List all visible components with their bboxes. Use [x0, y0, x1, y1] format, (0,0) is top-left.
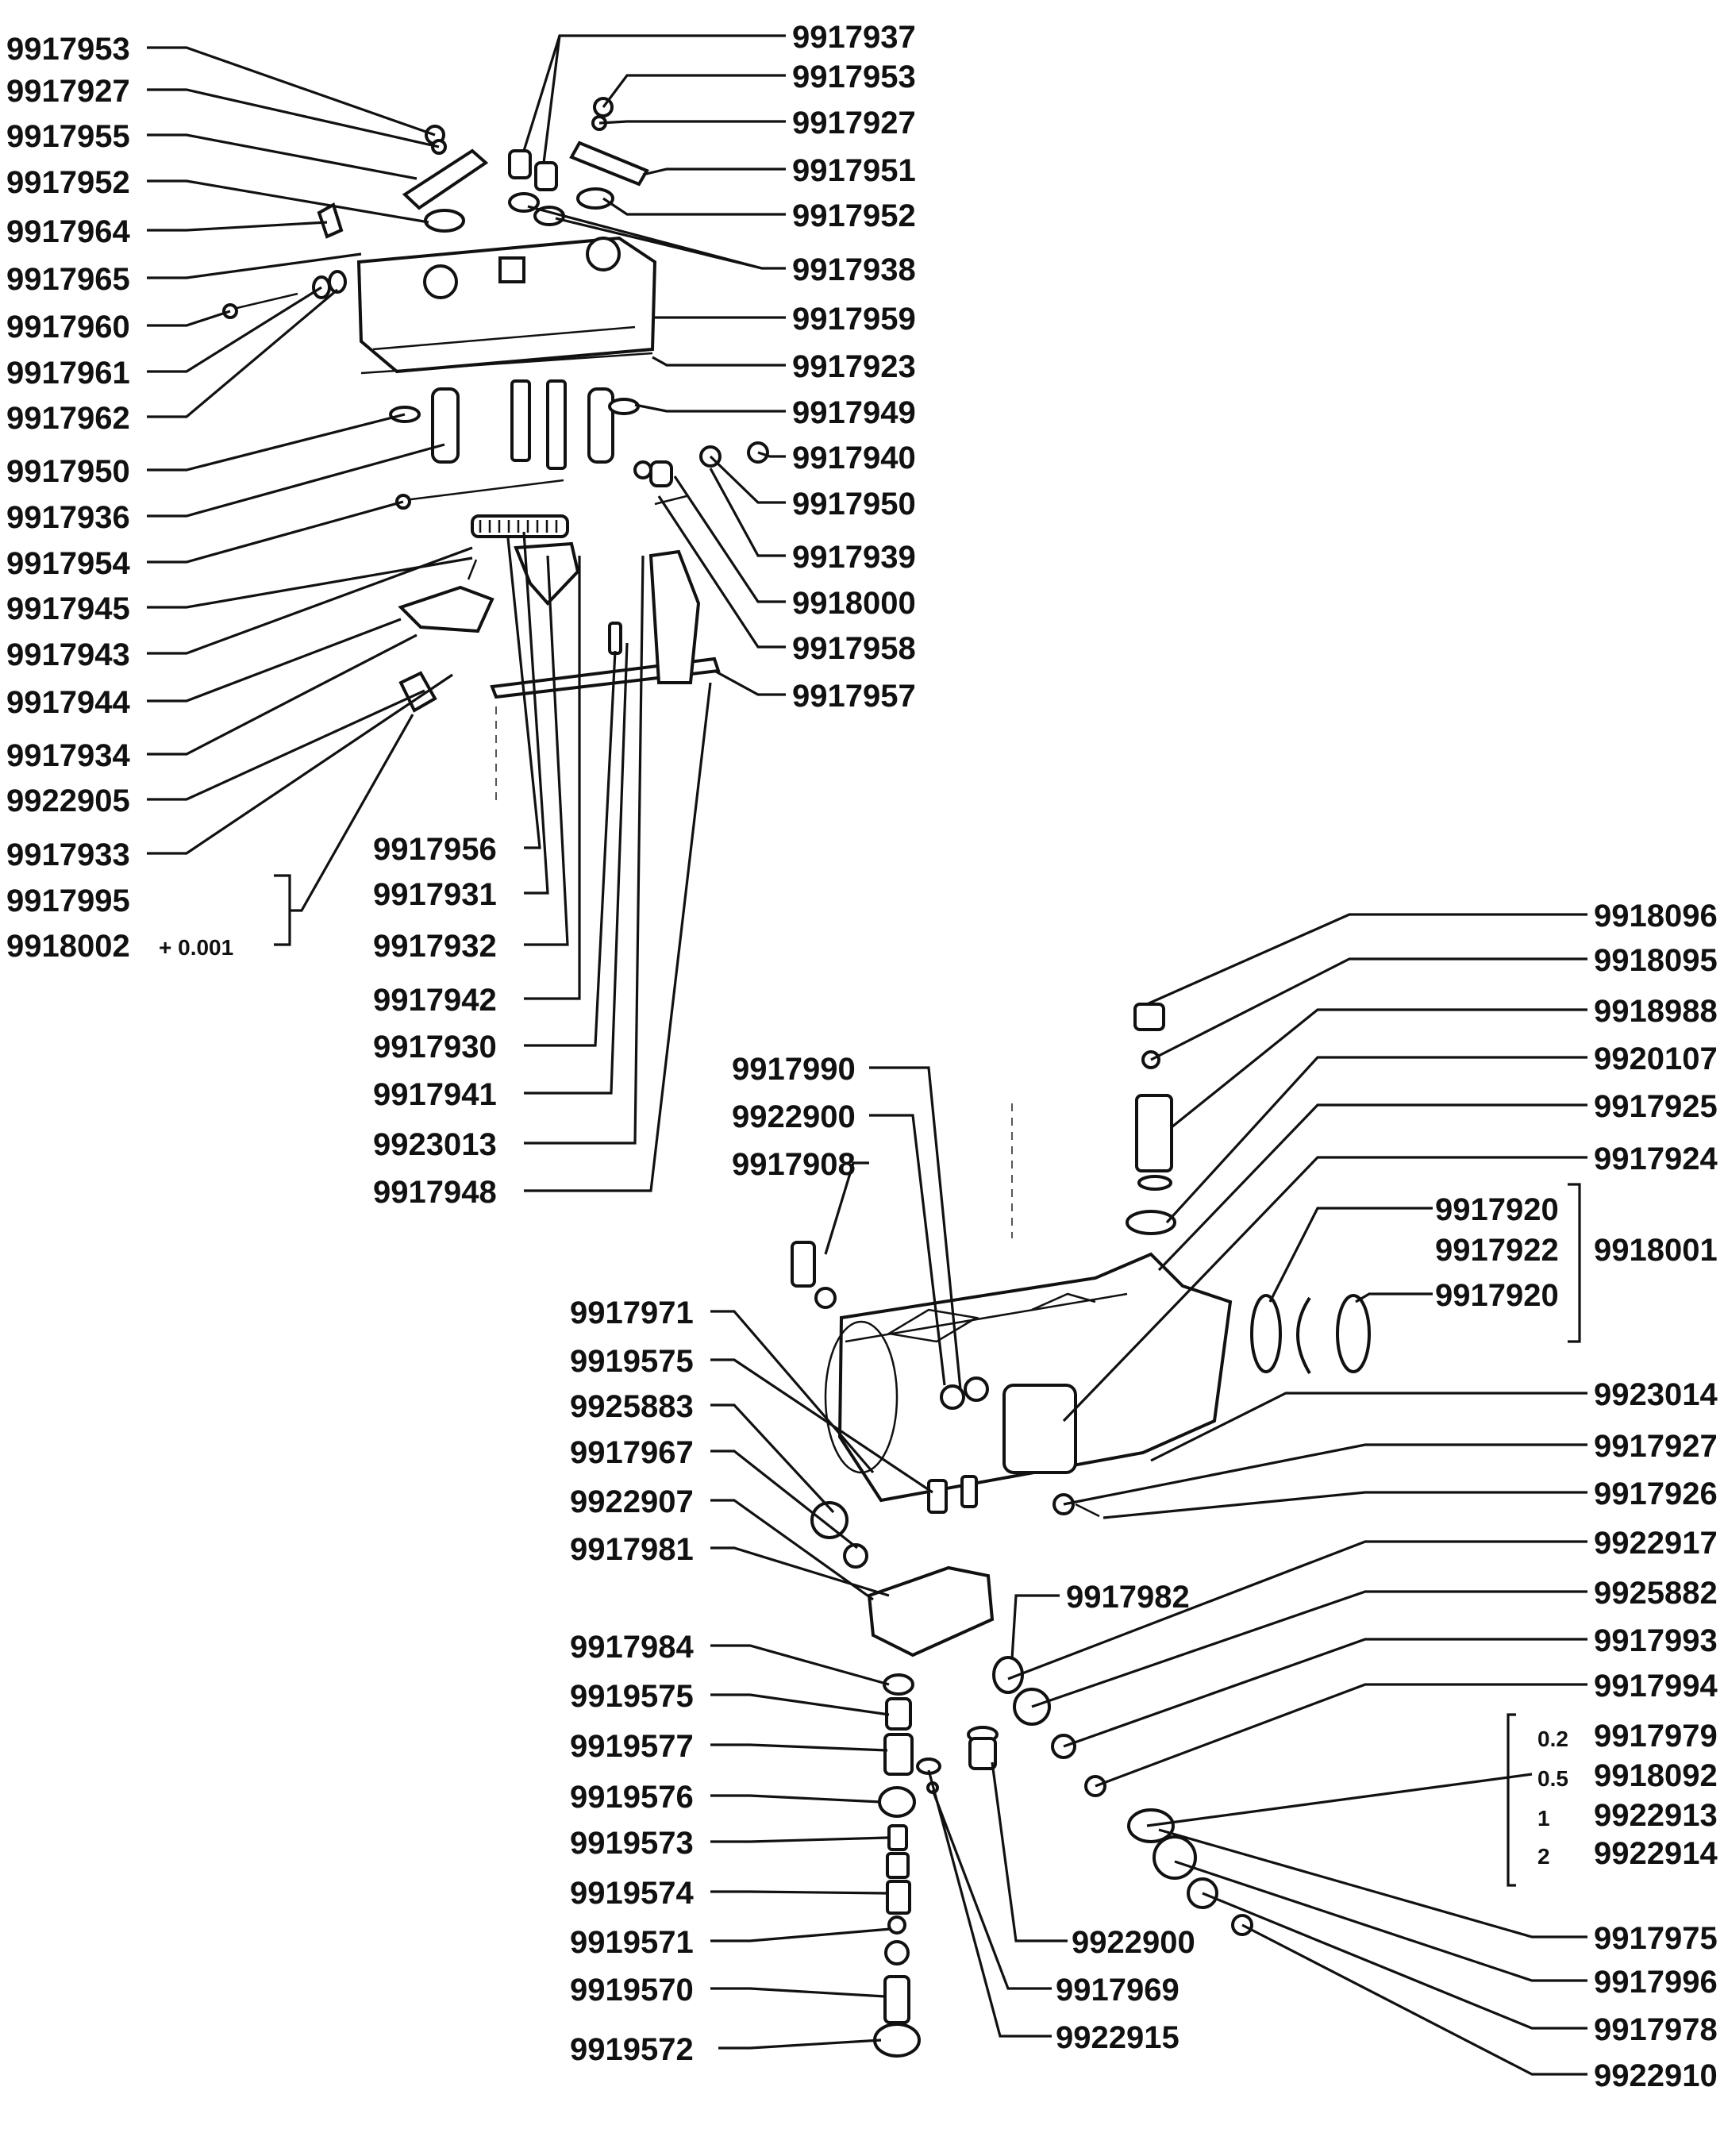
part-label: 9917938 — [792, 252, 916, 287]
part-label: 9917948 — [373, 1175, 497, 1210]
part-label: 9917993 — [1594, 1623, 1718, 1658]
shim-size: 0.2 — [1537, 1727, 1568, 1751]
part-label: 9917943 — [6, 637, 130, 672]
part-label: 9919575 — [570, 1344, 694, 1379]
part-label: 9919576 — [570, 1780, 694, 1815]
part-label: 9917933 — [6, 837, 130, 872]
part-label: 9917950 — [6, 454, 130, 489]
part-label: 9917959 — [792, 302, 916, 337]
part-label: 9917940 — [792, 441, 916, 475]
shim-size: 1 — [1537, 1806, 1550, 1831]
part-labels: 9917953 9917927 9917955 9917952 9917964 … — [6, 20, 1718, 2093]
part-label: 9917927 — [6, 74, 130, 109]
part-label: 9917967 — [570, 1435, 694, 1470]
part-label: 9917969 — [1056, 1973, 1179, 2008]
part-label: 9917978 — [1594, 2012, 1718, 2047]
part-label: 9919573 — [570, 1826, 694, 1861]
part-label: 9918096 — [1594, 899, 1718, 934]
part-label: 9917979 — [1594, 1719, 1718, 1754]
part-label: 9925883 — [570, 1389, 694, 1424]
part-label: 9917954 — [6, 546, 130, 581]
part-label: 9919572 — [570, 2032, 694, 2067]
part-label: 9919571 — [570, 1925, 694, 1960]
part-label: 9918000 — [792, 586, 916, 621]
shim-size: 0.5 — [1537, 1766, 1568, 1791]
part-label: 9917931 — [373, 877, 497, 912]
part-label: 9922907 — [570, 1484, 694, 1519]
part-label: 9922900 — [732, 1099, 856, 1134]
part-label: 9917944 — [6, 685, 130, 720]
part-label: 9917951 — [792, 153, 916, 188]
part-label: 9917939 — [792, 540, 916, 575]
part-label: 9917932 — [373, 929, 497, 964]
part-label: 9922915 — [1056, 2020, 1179, 2055]
part-label: 9922917 — [1594, 1526, 1718, 1561]
part-label: 9917908 — [732, 1147, 856, 1182]
part-label: 9917961 — [6, 356, 130, 391]
part-label: 9922905 — [6, 783, 130, 818]
part-label: 9918092 — [1594, 1758, 1718, 1793]
part-label: 9917962 — [6, 401, 130, 436]
part-label: 9917984 — [570, 1630, 694, 1665]
part-label: 9917936 — [6, 500, 130, 535]
part-label: 9917981 — [570, 1532, 694, 1567]
upper-assembly-drawing — [222, 97, 769, 802]
part-label: 9917952 — [792, 198, 916, 233]
part-label: 9917934 — [6, 738, 130, 773]
part-label: 9922914 — [1594, 1836, 1718, 1871]
part-label: 9919574 — [570, 1876, 694, 1911]
part-label: 9917942 — [373, 983, 497, 1018]
part-label: 9917956 — [373, 832, 497, 867]
part-label: 9917923 — [792, 349, 916, 384]
part-label: 9917945 — [6, 591, 130, 626]
part-label: 9917920 — [1435, 1278, 1559, 1313]
part-label: 9917990 — [732, 1052, 856, 1087]
part-label: 9917920 — [1435, 1192, 1559, 1227]
part-label: 9917960 — [6, 310, 130, 345]
part-label: 9917965 — [6, 262, 130, 297]
part-label: 9917953 — [792, 60, 916, 94]
part-label: 9922900 — [1072, 1925, 1195, 1960]
part-label: 9919570 — [570, 1973, 694, 2008]
part-label: 9920107 — [1594, 1041, 1718, 1076]
part-label: 9917924 — [1594, 1142, 1718, 1176]
part-label: 9917964 — [6, 214, 130, 249]
part-label: 9917937 — [792, 20, 916, 55]
part-label: 9917957 — [792, 679, 916, 714]
part-label: 9917953 — [6, 32, 130, 67]
part-label: 9917950 — [792, 487, 916, 522]
part-label: 9917922 — [1435, 1233, 1559, 1268]
part-label: 9917955 — [6, 119, 130, 154]
shim-size: 2 — [1537, 1844, 1550, 1869]
oversize-note: + 0.001 — [159, 935, 233, 960]
part-label: 9917927 — [792, 106, 916, 141]
part-label: 9917975 — [1594, 1921, 1718, 1956]
part-label: 9917971 — [570, 1296, 694, 1330]
part-label: 9917941 — [373, 1077, 497, 1112]
part-label: 9922910 — [1594, 2058, 1718, 2093]
part-label: 9917996 — [1594, 1965, 1718, 2000]
part-label: 9918095 — [1594, 943, 1718, 978]
part-label: 9919577 — [570, 1729, 694, 1764]
part-label: 9918988 — [1594, 994, 1718, 1029]
part-label: 9917994 — [1594, 1669, 1718, 1704]
part-label: 9922913 — [1594, 1798, 1718, 1833]
part-label: 9923013 — [373, 1127, 497, 1162]
part-label: 9918002 — [6, 929, 130, 964]
part-label: 9917949 — [792, 395, 916, 430]
part-label: 9917982 — [1066, 1580, 1190, 1615]
part-label: 9918001 — [1594, 1233, 1718, 1268]
leader-lines — [147, 34, 1587, 2076]
part-label: 9919575 — [570, 1679, 694, 1714]
part-label: 9917952 — [6, 165, 130, 200]
part-label: 9917995 — [6, 884, 130, 918]
part-label: 9925882 — [1594, 1576, 1718, 1611]
part-label: 9917927 — [1594, 1429, 1718, 1464]
part-label: 9917925 — [1594, 1089, 1718, 1124]
part-label: 9923014 — [1594, 1377, 1718, 1412]
part-label: 9917958 — [792, 631, 916, 666]
part-label: 9917926 — [1594, 1476, 1718, 1511]
part-label: 9917930 — [373, 1030, 497, 1065]
